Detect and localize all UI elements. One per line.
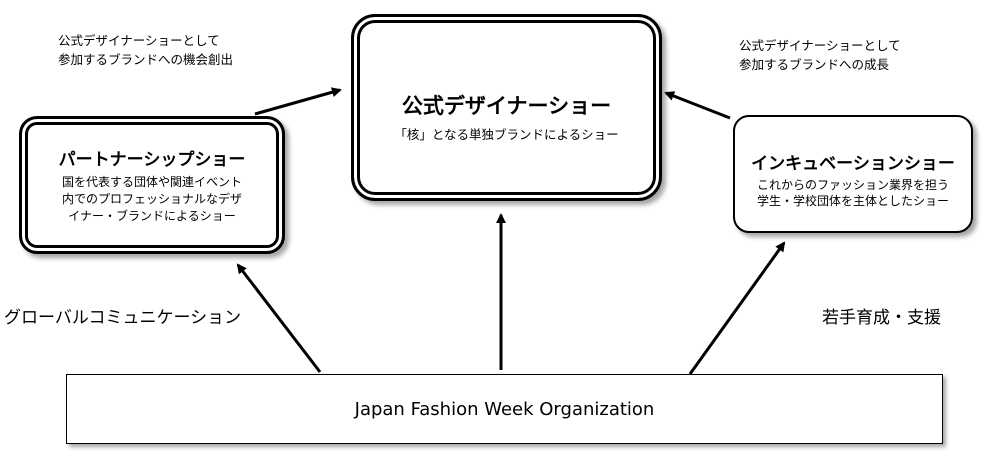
arrow-org-to-incubation [688,241,786,375]
organization-box: Japan Fashion Week Organization [66,374,943,444]
official-show-description: 「核」となる単独ブランドによるショー [394,127,619,142]
partner-show-title: パートナーシップショー [58,150,246,170]
incubation-show-box: インキュベーションショー これからのファッション業界を担う 学生・学校団体を主体… [733,115,973,233]
organization-name: Japan Fashion Week Organization [354,399,655,420]
incubation-show-title: インキュベーションショー [751,154,955,174]
annotation-partner-to-official: 公式デザイナーショーとして 参加するブランドへの機会創出 [58,33,234,67]
partner-show-description: 国を代表する団体や関連イベント 内でのプロフェッショナルなデザ イナー・ブランド… [61,175,242,223]
youth-support-label: 若手育成・支援 [822,308,941,328]
official-show-title: 公式デザイナーショー [401,94,612,118]
official-designer-show-box: 公式デザイナーショー 「核」となる単独ブランドによるショー [351,14,662,201]
global-communication-label: グローバルコミュニケーション [4,308,242,328]
partnership-show-box: パートナーシップショー 国を代表する団体や関連イベント 内でのプロフェッショナル… [19,116,285,254]
annotation-incubation-to-official: 公式デザイナーショーとして 参加するブランドへの成長 [739,38,901,72]
incubation-show-description: これからのファッション業界を担う 学生・学校団体を主体としたショー [756,178,949,208]
arrow-org-to-partner [236,263,322,373]
arrow-partner-to-official [254,87,342,116]
arrow-incubation-to-official [664,91,731,120]
